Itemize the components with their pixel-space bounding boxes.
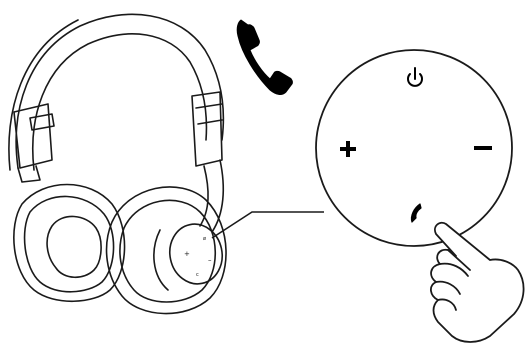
pointing-hand-icon (430, 221, 525, 343)
right-earcup-shell (105, 186, 227, 315)
svg-text:–: – (208, 256, 212, 264)
left-slider (13, 103, 53, 169)
headband-rear-edge (8, 19, 79, 171)
leader-line (211, 211, 324, 239)
plus-icon (340, 141, 356, 157)
headband-inner (32, 33, 208, 171)
left-earcup-shell (13, 183, 126, 303)
left-earcup-inner (46, 215, 102, 279)
svg-text:c: c (196, 272, 199, 278)
phone-handset-icon (236, 19, 293, 95)
power-icon (407, 67, 423, 87)
right-yoke (199, 159, 225, 233)
headphones-illustration: ø + – c (8, 13, 227, 315)
headband-outer (15, 13, 225, 169)
phone-handset-large (236, 19, 293, 95)
right-earcup-rim (119, 199, 217, 303)
phone-handset-icon (410, 203, 422, 223)
earcup-control-panel (169, 223, 223, 285)
svg-text:ø: ø (203, 236, 206, 242)
left-earcup-cushion (23, 195, 115, 293)
panel-circle (315, 49, 513, 247)
control-panel-magnified (315, 49, 513, 247)
right-slider (191, 91, 223, 167)
svg-text:+: + (184, 250, 190, 258)
